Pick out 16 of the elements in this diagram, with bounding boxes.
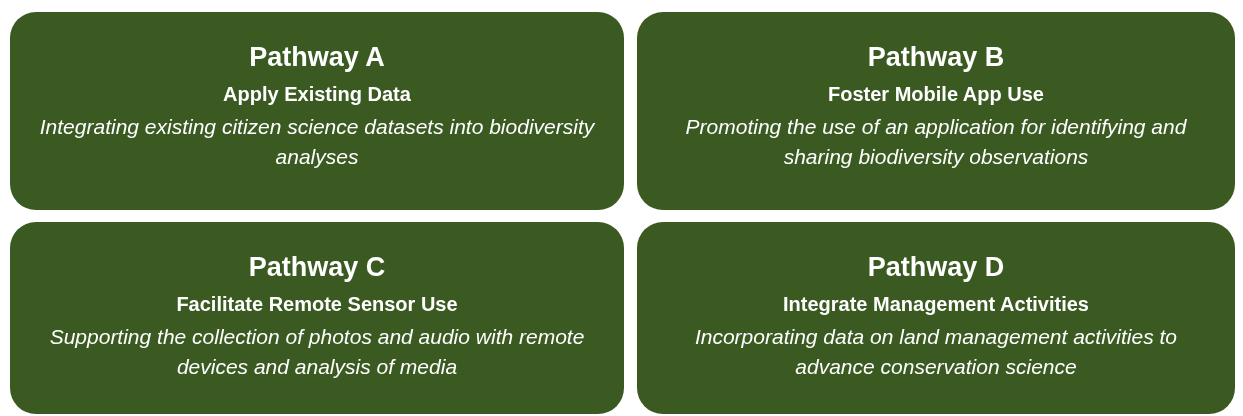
node-subheading: Foster Mobile App Use	[827, 83, 1045, 106]
node-description: Promoting the use of an application for identifying and sharing biodiversity observations	[684, 114, 1188, 170]
node-description: Supporting the collection of photos and audio with remote devices and analysis of media	[48, 324, 586, 380]
node-heading: Pathway C	[247, 252, 387, 283]
pathway-card	[637, 12, 1235, 210]
node-subheading: Facilitate Remote Sensor Use	[175, 293, 459, 316]
node-heading: Pathway B	[866, 42, 1006, 73]
node-description: Incorporating data on land management activities to advance conservation science	[693, 324, 1179, 380]
pathway-card	[637, 222, 1235, 414]
node-heading: Pathway A	[248, 42, 386, 73]
pathway-card	[10, 222, 624, 414]
node-subheading: Integrate Management Activities	[782, 293, 1090, 316]
node-subheading: Apply Existing Data	[222, 83, 412, 106]
pathway-card	[10, 12, 624, 210]
node-heading: Pathway D	[866, 252, 1006, 283]
node-description: Integrating existing citizen science datasets into biodiversity analyses	[38, 114, 596, 170]
